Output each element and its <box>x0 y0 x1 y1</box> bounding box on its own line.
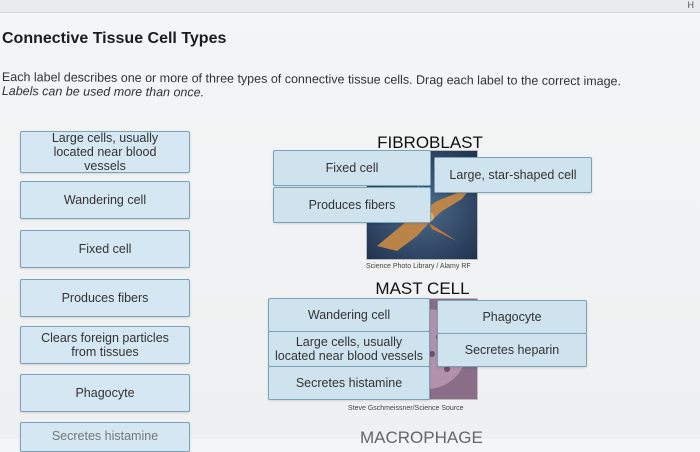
mast-cell-slot-phagocyte[interactable]: Phagocyte <box>437 300 587 334</box>
bank-label-produces-fibers[interactable]: Produces fibers <box>20 279 190 317</box>
fibroblast-slot-produces-fibers[interactable]: Produces fibers <box>273 187 431 223</box>
bank-label-fixed-cell[interactable]: Fixed cell <box>20 230 190 268</box>
mast-cell-credit: Steve Gschmeissner/Science Source <box>348 405 464 412</box>
corner-mark: H <box>687 0 695 10</box>
bank-label-clears-foreign-particles[interactable]: Clears foreign particles from tissues <box>20 326 190 364</box>
fibroblast-slot-star-shaped[interactable]: Large, star-shaped cell <box>434 157 592 193</box>
mast-cell-slot-wandering-cell[interactable]: Wandering cell <box>268 298 430 332</box>
fibroblast-credit: Science Photo Library / Alamy RF <box>366 263 471 270</box>
bank-label-wandering-cell[interactable]: Wandering cell <box>20 181 190 219</box>
instructions: Each label describes one or more of thre… <box>2 70 662 103</box>
bank-label-large-cells[interactable]: Large cells, usually located near blood … <box>20 131 190 173</box>
mast-cell-heading: MAST CELL <box>375 279 470 298</box>
mast-cell-slot-secretes-heparin[interactable]: Secretes heparin <box>437 333 587 367</box>
page-title: Connective Tissue Cell Types <box>2 30 227 47</box>
window-topbar: H <box>0 0 700 13</box>
mast-cell-slot-large-cells[interactable]: Large cells, usually located near blood … <box>268 331 430 367</box>
bank-label-phagocyte[interactable]: Phagocyte <box>20 374 190 412</box>
mast-cell-slot-secretes-histamine[interactable]: Secretes histamine <box>268 366 430 400</box>
macrophage-heading: MACROPHAGE <box>360 428 483 447</box>
bank-label-secretes-histamine[interactable]: Secretes histamine <box>20 422 190 452</box>
fibroblast-heading: FIBROBLAST <box>377 133 483 152</box>
fibroblast-slot-fixed-cell[interactable]: Fixed cell <box>273 150 431 186</box>
